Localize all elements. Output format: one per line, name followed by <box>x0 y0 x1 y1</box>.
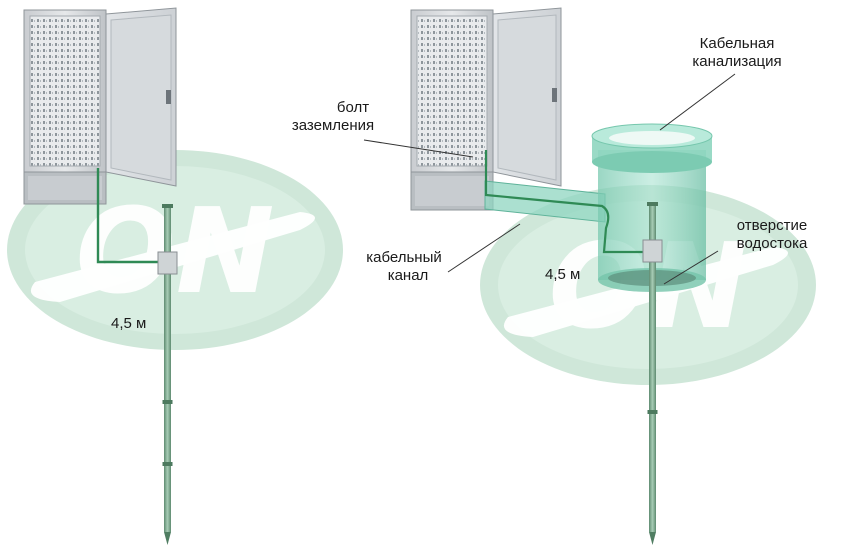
right-depth-label: 4,5 м <box>545 266 580 283</box>
leader-cable-channel <box>447 223 521 273</box>
right-ground-rod <box>642 202 663 545</box>
left-ground-rod <box>157 204 178 545</box>
left-ground-wire <box>96 168 162 264</box>
leader-ground-bolt <box>363 139 474 158</box>
ground-bolt-label-line2: заземления <box>292 117 374 134</box>
drain-hole-label-line2: водостока <box>737 235 808 252</box>
left-cabinet <box>23 7 177 205</box>
cable-channel-label-line2: канал <box>388 267 429 284</box>
ground-bolt-label-line1: болт <box>337 99 369 116</box>
cable-duct-system-label-line2: канализация <box>692 53 781 70</box>
right-cabinet <box>410 7 562 211</box>
cable-duct-system-label-line1: Кабельная <box>700 35 775 52</box>
cable-channel-label-line1: кабельный <box>366 249 442 266</box>
leader-cable-duct-system <box>659 73 736 131</box>
leader-drain-hole <box>663 250 719 285</box>
right-ground-wire <box>484 150 647 254</box>
drain-hole-label-line1: отверстие <box>737 217 807 234</box>
watermark-text-left: ON <box>75 182 274 320</box>
left-depth-label: 4,5 м <box>111 315 146 332</box>
